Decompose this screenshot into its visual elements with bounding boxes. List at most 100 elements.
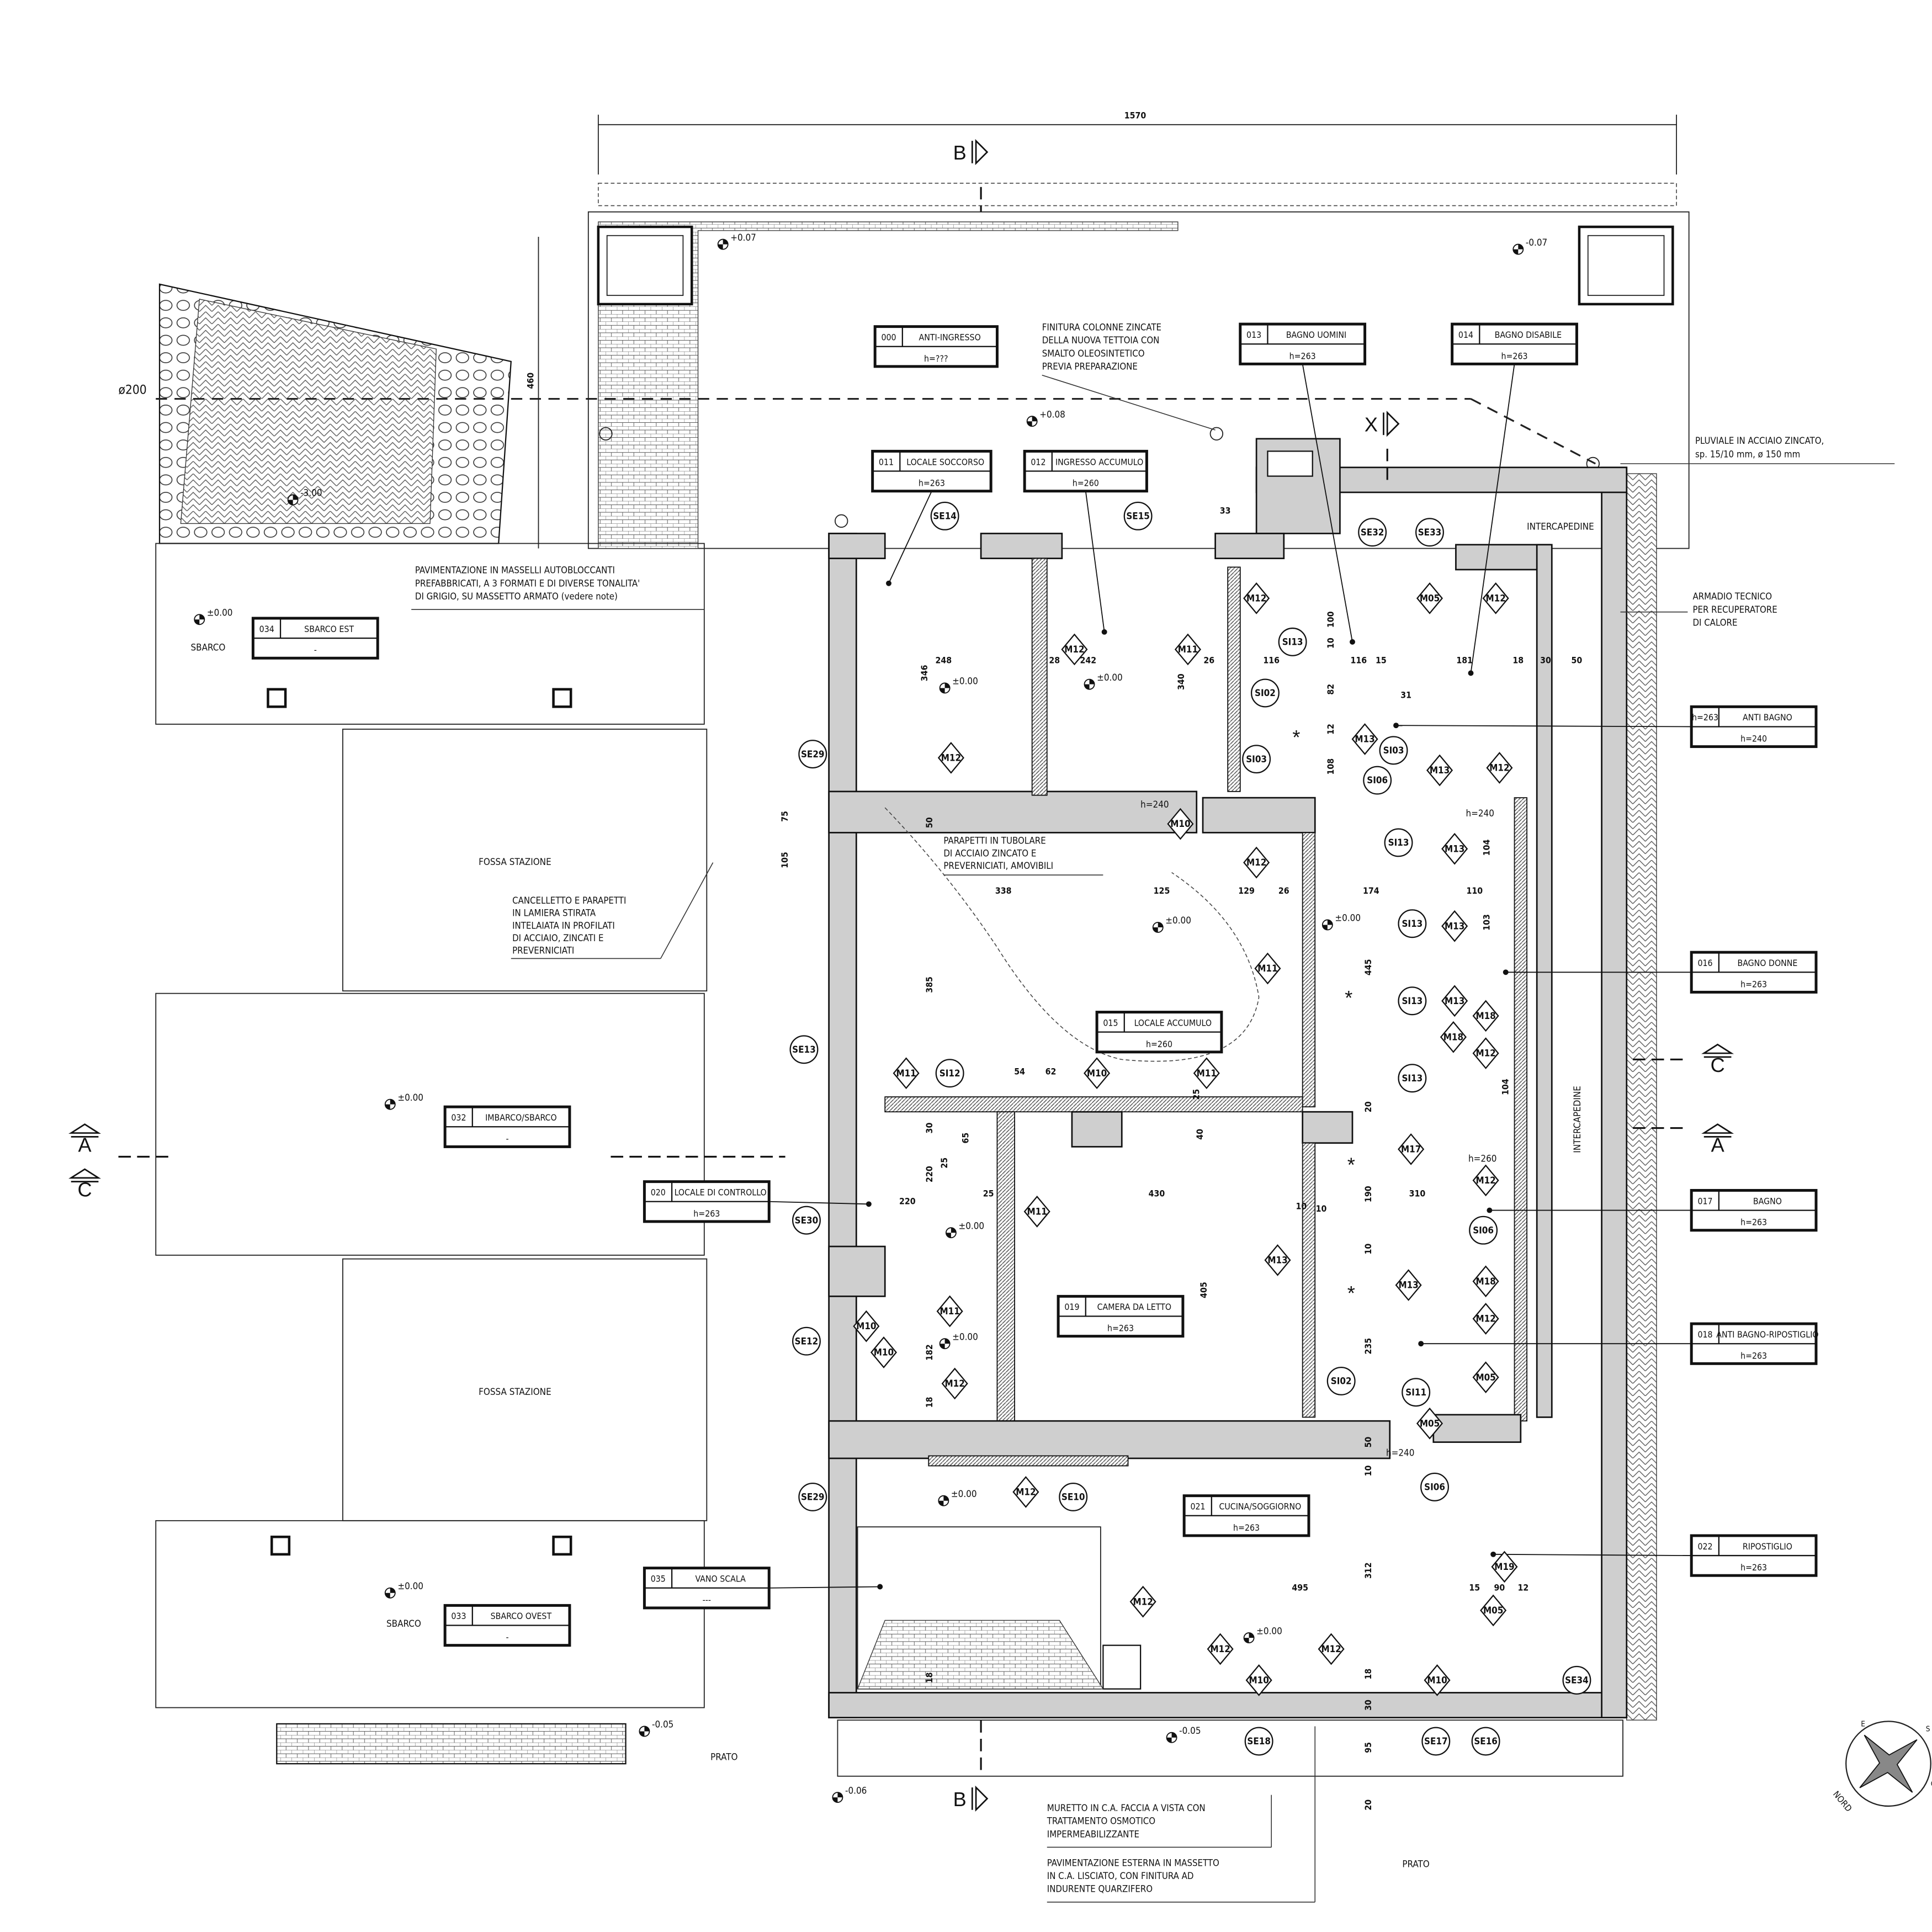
dimension-value: 26 (1203, 655, 1214, 665)
pillar-icon (552, 1535, 572, 1556)
partition (1302, 1142, 1316, 1418)
area-label: h=240 (1466, 808, 1494, 819)
leader-dot (1101, 629, 1107, 635)
dimension-value: 28 (1049, 655, 1060, 665)
compass: NORD E S O (1831, 1719, 1932, 1813)
note-line: DI CALORE (1692, 617, 1737, 628)
dimension-value: 12 (1325, 724, 1336, 735)
wall-type-label: M12 (1246, 593, 1266, 604)
wall-type-diamond (1174, 633, 1201, 666)
dimension-value: 30 (1540, 655, 1551, 665)
room-tag-name: IMBARCO/SBARCO (485, 1112, 557, 1123)
overall-dimension: 1570 (1124, 110, 1147, 121)
wall-type-label: M12 (1486, 593, 1506, 604)
door-marker: SI06 (1469, 1216, 1498, 1245)
wall-type-label: M12 (1064, 644, 1084, 655)
room-tag-name: BAGNO UOMINI (1286, 330, 1346, 340)
level-symbol-fill (946, 1228, 956, 1238)
asterisk-icon: * (1292, 726, 1300, 749)
window-marker: SE30 (792, 1206, 821, 1235)
room-tag-name: BAGNO DISABILE (1495, 330, 1562, 340)
window-marker-circle (1562, 1665, 1591, 1695)
window-marker-label: SE29 (801, 749, 825, 760)
room-tag-code: 035 (651, 1573, 666, 1584)
window-marker: SE33 (1415, 518, 1444, 547)
door-marker-circle (1250, 678, 1280, 708)
wall-type-marker: M12 (941, 1367, 968, 1400)
wall-type-diamond (1416, 582, 1443, 614)
window-marker-label: SE12 (795, 1335, 819, 1346)
wall (980, 533, 1063, 559)
wall-type-diamond (1440, 1021, 1467, 1053)
section-arrow-icon (1383, 411, 1400, 437)
wall-type-diamond (1472, 1000, 1499, 1032)
room-tag-name: RIPOSTIGLIO (1743, 1541, 1792, 1552)
wall-type-diamond (1441, 832, 1468, 865)
level-value: ±0.00 (1256, 1625, 1282, 1636)
door-marker: SI12 (935, 1059, 964, 1088)
room-tag-code: 012 (1031, 457, 1045, 467)
wall-type-label: M10 (1087, 1068, 1107, 1079)
dimension-value: 495 (1292, 1582, 1308, 1593)
dimension-value: 405 (1198, 1282, 1209, 1298)
wall-type-marker: M12 (1486, 752, 1513, 784)
level-symbol-fill (194, 614, 205, 625)
wall (1214, 533, 1285, 559)
wall-type-diamond (1318, 1633, 1345, 1665)
wall-type-diamond (1012, 1476, 1039, 1508)
wall-type-label: M12 (1489, 762, 1509, 773)
leader-dot (877, 1584, 883, 1590)
dimension-value: 18 (1512, 655, 1524, 665)
wall-type-marker: M12 (937, 742, 964, 774)
wall-type-label: M13 (1445, 920, 1464, 931)
planter-left (597, 225, 693, 306)
door-marker-label: SI13 (1402, 918, 1423, 929)
dimension-value: 116 (1350, 655, 1367, 665)
door-marker-circle (1398, 909, 1427, 938)
dimension-value: 18 (1363, 1669, 1373, 1680)
planter-right (1578, 225, 1674, 306)
wall-type-marker: M12 (1207, 1633, 1234, 1665)
door-marker: SI06 (1420, 1472, 1450, 1501)
level-marker: ±0.00 (1321, 912, 1361, 931)
wall-type-diamond (1472, 1037, 1499, 1069)
pillar-icon (270, 1535, 291, 1556)
door-marker-label: SI13 (1388, 837, 1409, 848)
level-symbol-fill (385, 1588, 395, 1598)
platform-east (155, 543, 705, 725)
window-marker: SE34 (1562, 1665, 1591, 1695)
window-marker-label: SE34 (1565, 1675, 1589, 1686)
door-marker-circle (935, 1059, 964, 1088)
wall-type-diamond (870, 1336, 898, 1368)
level-value: ±0.00 (952, 1331, 978, 1342)
wall-type-label: M12 (1321, 1643, 1341, 1654)
leader-dot (1350, 639, 1355, 645)
area-label: h=260 (1468, 1153, 1496, 1164)
dimension-value: 116 (1263, 655, 1280, 665)
leader-dot (1490, 1551, 1496, 1557)
note-line: IMPERMEABILIZZANTE (1047, 1828, 1139, 1839)
gravel-strip (1626, 473, 1657, 1721)
room-tag-leader (769, 1201, 869, 1205)
dimension-value: 108 (1325, 758, 1336, 775)
canopy-outline (598, 183, 1677, 206)
level-symbol-fill (1027, 416, 1037, 427)
note-line: PAVIMENTAZIONE IN MASSELLI AUTOBLOCCANTI (415, 565, 615, 576)
wall-type-diamond (1061, 633, 1088, 666)
window-marker-circle (1471, 1727, 1500, 1756)
room-tag-height: h=263 (693, 1208, 720, 1219)
wall-type-diamond (1441, 910, 1468, 942)
area-label: SBARCO (386, 1618, 421, 1629)
door-marker-label: SI06 (1473, 1224, 1494, 1235)
level-marker: ±0.00 (1243, 1625, 1282, 1644)
note-line: PREVERNICIATI (512, 944, 574, 956)
level-value: ±0.00 (207, 607, 233, 618)
room-tag-name: SBARCO OVEST (491, 1611, 552, 1621)
shaft (1102, 1644, 1142, 1690)
